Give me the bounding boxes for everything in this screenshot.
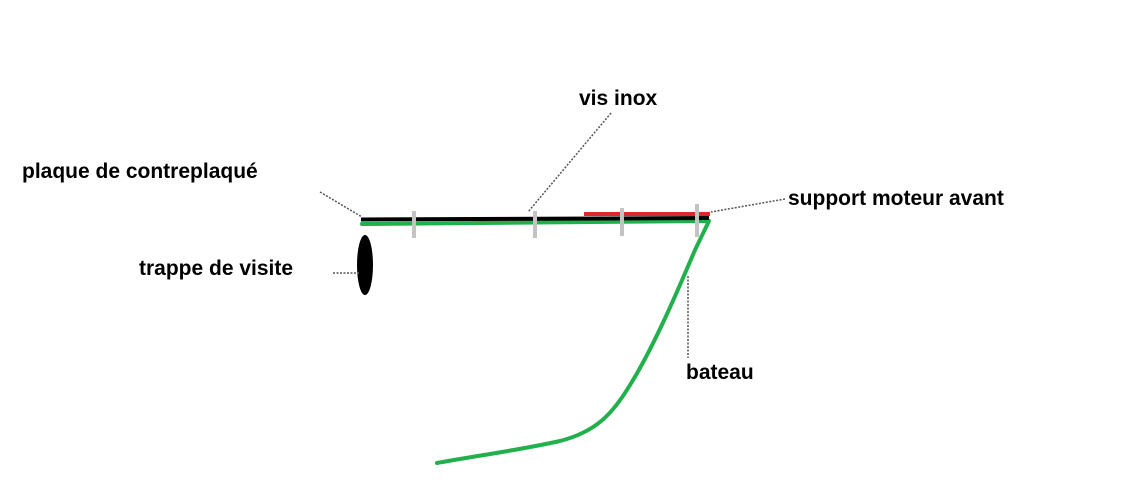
label-plywood-plate: plaque de contreplaqué xyxy=(22,160,258,183)
label-boat: bateau xyxy=(686,361,754,384)
access-hatch xyxy=(357,235,373,295)
leader-vis xyxy=(527,112,612,213)
label-front-motor-mount: support moteur avant xyxy=(788,187,1004,210)
label-access-hatch: trappe de visite xyxy=(139,257,294,280)
hull-line xyxy=(360,219,711,465)
leader-plaque xyxy=(319,191,363,218)
label-stainless-screw: vis inox xyxy=(579,87,658,110)
leader-lines xyxy=(319,112,786,358)
leader-support xyxy=(710,198,786,213)
